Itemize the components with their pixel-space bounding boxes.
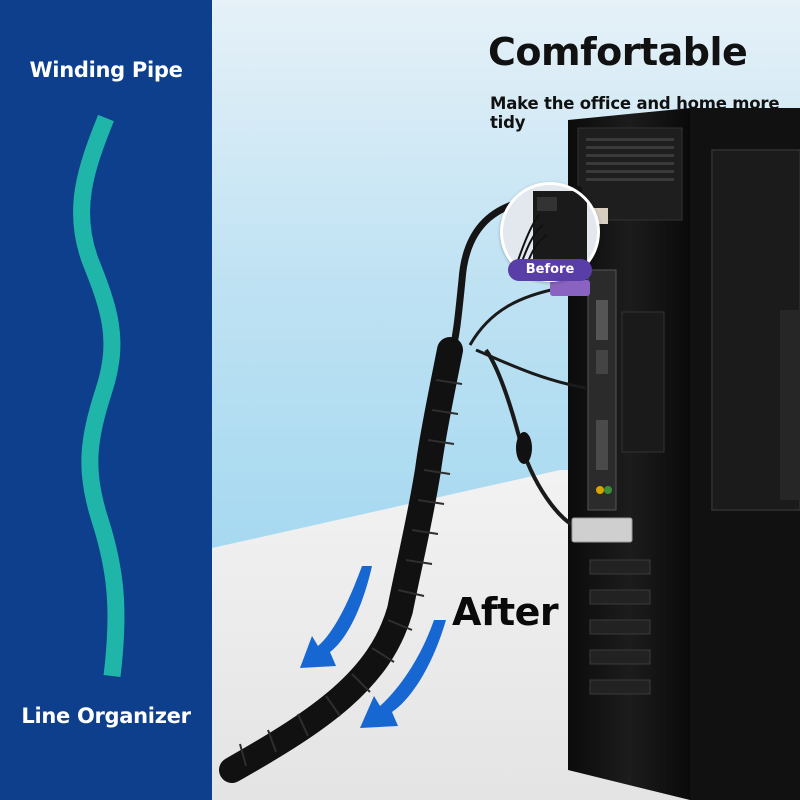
scene-illustration — [212, 0, 800, 800]
winding-pipe-title: Winding Pipe — [29, 58, 183, 82]
after-label: After — [452, 590, 559, 634]
cable-wrap-bundle — [219, 337, 463, 783]
fan-grille — [621, 311, 665, 453]
vga-plug — [571, 517, 633, 543]
computer-scene: Comfortable Make the office and home mor… — [212, 0, 800, 800]
tidy-subheadline: Make the office and home more tidy — [490, 94, 780, 132]
comfortable-headline: Comfortable — [488, 30, 748, 74]
ps2-plug — [550, 280, 590, 296]
after-motion-arrows — [300, 566, 446, 728]
line-organizer-title: Line Organizer — [21, 704, 191, 728]
psu-grille — [577, 127, 683, 221]
left-info-panel: Winding Pipe Line Organizer — [0, 0, 212, 800]
winding-pipe-wave-icon — [73, 114, 125, 678]
before-label: Before — [508, 259, 592, 281]
